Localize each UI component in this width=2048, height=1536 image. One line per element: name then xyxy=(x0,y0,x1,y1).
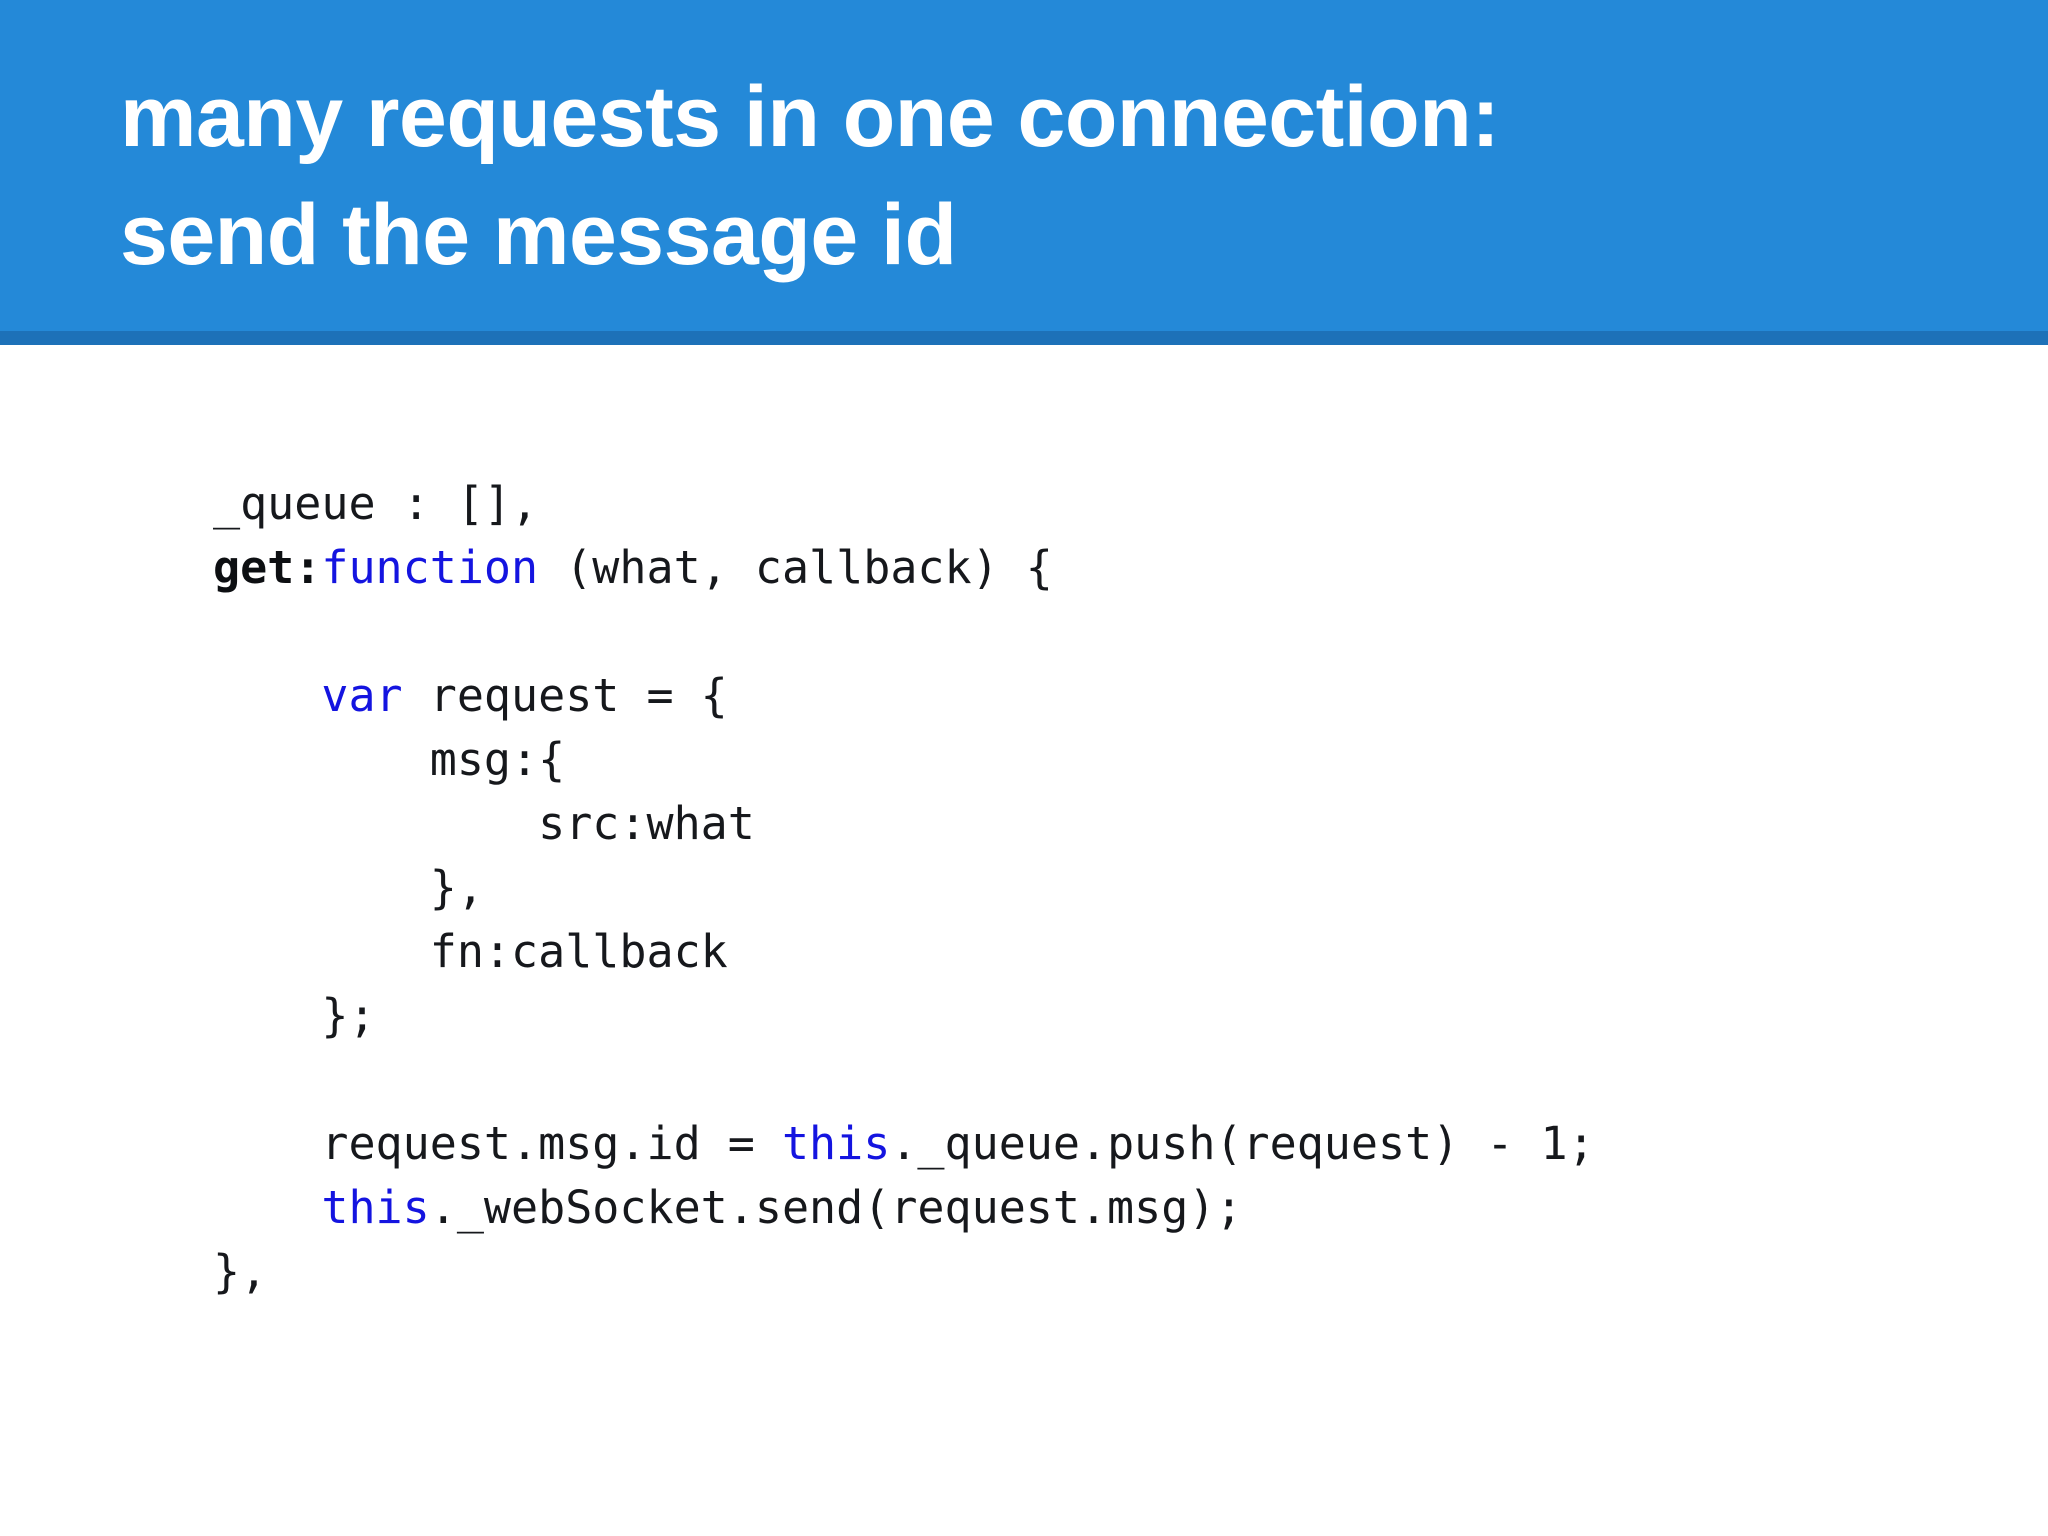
code-token-plain xyxy=(213,1181,321,1234)
code-token-plain: }, xyxy=(213,861,484,914)
code-token-keyword: var xyxy=(321,669,403,722)
code-line: this._webSocket.send(request.msg); xyxy=(213,1176,1595,1240)
code-line: }, xyxy=(213,1240,1595,1304)
page-title: many requests in one connection: send th… xyxy=(120,69,1500,283)
code-token-plain: ._webSocket.send(request.msg); xyxy=(429,1181,1243,1234)
code-line: }; xyxy=(213,984,1595,1048)
code-token-plain: _queue : [], xyxy=(213,477,539,530)
code-token-keyword: this xyxy=(781,1117,891,1170)
code-line: _queue : [], xyxy=(213,472,1595,536)
code-token-keyword: function xyxy=(321,541,539,594)
code-line: }, xyxy=(213,856,1595,920)
code-line: request.msg.id = this._queue.push(reques… xyxy=(213,1112,1595,1176)
code-token-keyword: this xyxy=(321,1181,430,1234)
code-token-plain: ._queue.push(request) - 1; xyxy=(890,1117,1595,1170)
code-token-plain: (what, callback) { xyxy=(538,541,1053,594)
code-token-bold: get: xyxy=(213,541,322,594)
code-line xyxy=(213,1048,1595,1112)
code-line: fn:callback xyxy=(213,920,1595,984)
code-token-plain: src:what xyxy=(213,797,755,850)
code-token-plain: msg:{ xyxy=(213,733,566,786)
code-line: get:function (what, callback) { xyxy=(213,536,1595,600)
code-line: msg:{ xyxy=(213,728,1595,792)
code-token-plain: request.msg.id = xyxy=(213,1117,782,1170)
code-line: src:what xyxy=(213,792,1595,856)
code-token-plain xyxy=(213,669,321,722)
code-token-plain: }, xyxy=(213,1245,268,1298)
code-token-plain: fn:callback xyxy=(213,925,728,978)
code-line: var request = { xyxy=(213,664,1595,728)
slide-header-band: many requests in one connection: send th… xyxy=(0,0,2048,331)
code-token-plain: request = { xyxy=(402,669,728,722)
code-line xyxy=(213,600,1595,664)
header-accent-divider xyxy=(0,331,2048,345)
code-token-plain: }; xyxy=(213,989,376,1042)
code-listing: _queue : [], get:function (what, callback… xyxy=(213,472,1595,1304)
